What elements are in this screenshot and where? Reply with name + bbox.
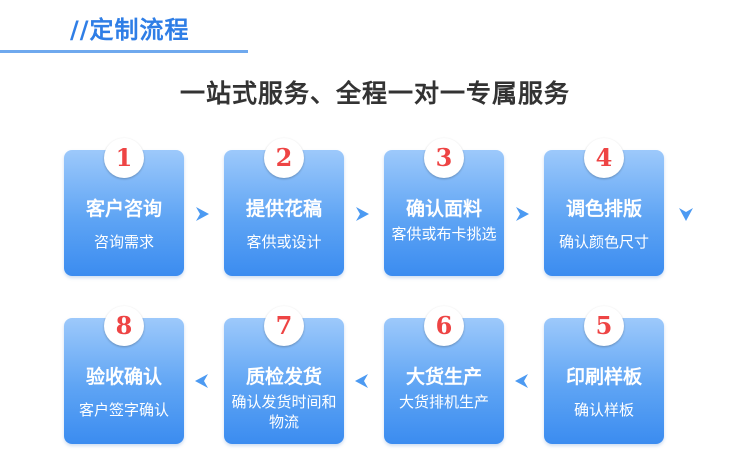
step-description: 客户签字确认: [78, 401, 169, 419]
step-card-8: 8 验收确认 客户签字确认: [64, 306, 184, 444]
chevron-right-icon: [516, 207, 529, 221]
section-title-underline: [0, 50, 248, 53]
step-description: 客供或设计: [246, 233, 322, 251]
chevron-right-icon: [196, 207, 209, 221]
step-title: 确认面料: [405, 198, 482, 220]
chevron-right-icon: [356, 207, 369, 221]
step-number-badge: 3: [424, 138, 464, 178]
section-title: //定制流程: [70, 16, 190, 44]
step-description: 确认颜色尺寸: [558, 233, 649, 251]
step-card-7: 7 质检发货 确认发货时间和物流: [224, 306, 344, 444]
chevron-left-icon: [515, 374, 528, 388]
step-card-4: 4 调色排版 确认颜色尺寸: [544, 138, 664, 276]
step-description: 咨询需求: [93, 233, 154, 251]
step-description: 大货排机生产: [398, 393, 489, 411]
step-card-2: 2 提供花稿 客供或设计: [224, 138, 344, 276]
step-card-1: 1 客户咨询 咨询需求: [64, 138, 184, 276]
step-title: 质检发货: [245, 366, 322, 388]
step-description: 确认发货时间和物流: [231, 393, 337, 431]
step-title: 调色排版: [565, 198, 642, 220]
step-title: 提供花稿: [245, 198, 322, 220]
step-number-badge: 6: [424, 306, 464, 346]
step-card-5: 5 印刷样板 确认样板: [544, 306, 664, 444]
step-description: 确认样板: [573, 401, 634, 419]
step-number-badge: 8: [104, 306, 144, 346]
step-card-6: 6 大货生产 大货排机生产: [384, 306, 504, 444]
step-number-badge: 1: [104, 138, 144, 178]
step-number-badge: 5: [584, 306, 624, 346]
step-title: 印刷样板: [565, 366, 642, 388]
page-subtitle: 一站式服务、全程一对一专属服务: [179, 79, 570, 108]
step-card-3: 3 确认面料 客供或布卡挑选: [384, 138, 504, 276]
chevron-down-icon: [679, 208, 693, 221]
step-number-badge: 2: [264, 138, 304, 178]
step-title: 验收确认: [85, 366, 162, 388]
step-title: 客户咨询: [85, 198, 162, 220]
chevron-left-icon: [355, 374, 368, 388]
step-number-badge: 4: [584, 138, 624, 178]
chevron-left-icon: [195, 374, 208, 388]
step-description: 客供或布卡挑选: [391, 225, 497, 243]
step-title: 大货生产: [405, 366, 482, 388]
step-number-badge: 7: [264, 306, 304, 346]
